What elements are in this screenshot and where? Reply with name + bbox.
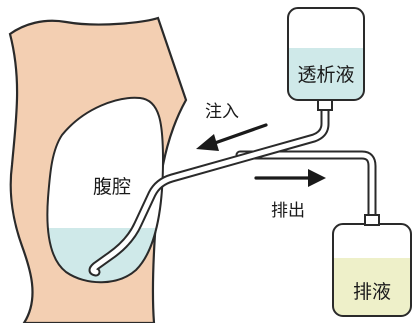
arrow-right-icon [254,169,326,187]
dialysate-bag-label: 透析液 [297,64,354,86]
drain-bag-port [364,214,380,226]
drain-tube [235,150,377,223]
drain-bag: 排液 [332,214,412,317]
abdominal-cavity-label: 腹腔 [93,176,131,198]
dialysate-bag-port [317,99,333,111]
outflow-label: 排出 [271,201,305,221]
inflow-label: 注入 [205,102,239,122]
arrow-left-icon [196,123,268,151]
drain-bag-label: 排液 [353,281,391,303]
dialysate-bag: 透析液 [287,7,365,111]
